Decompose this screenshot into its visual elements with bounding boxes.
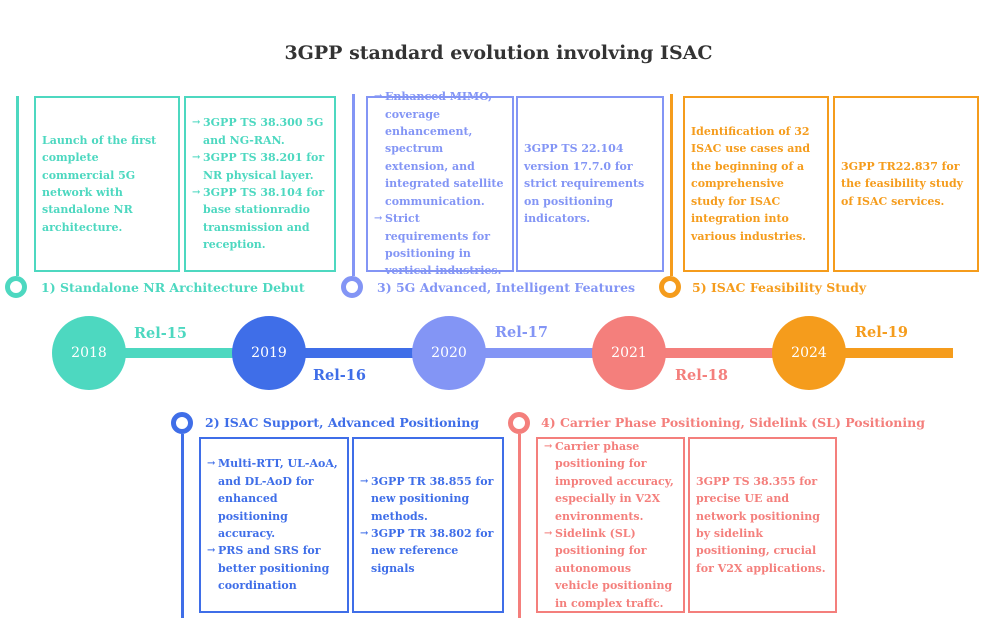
year-circle-2024: 2024 — [772, 316, 846, 390]
phase-2-spec-box: 3GPP TR 38.855 for new positioning metho… — [352, 437, 504, 613]
year-circle-2021: 2021 — [592, 316, 666, 390]
track-segment-rel-18 — [630, 348, 810, 358]
phase-3-label: 3) 5G Advanced, Intelligent Features — [377, 280, 636, 295]
year-label: 2020 — [431, 345, 467, 361]
list-item: PRS and SRS for better positioning coord… — [207, 542, 341, 594]
phase-3-connector — [352, 94, 355, 276]
track-segment-rel-16 — [272, 348, 452, 358]
phase-1-label: 1) Standalone NR Architecture Debut — [41, 280, 305, 295]
release-label-rel-15: Rel-15 — [134, 325, 187, 342]
phase-5-summary-box: Identification of 32 ISAC use cases and … — [683, 96, 829, 272]
list-item: 3GPP TS 38.104 for base stationradio tra… — [192, 184, 328, 254]
list-item: Enhanced MIMO, coverage enhancement, spe… — [374, 88, 506, 210]
list-item: 3GPP TS 38.201 for NR physical layer. — [192, 149, 328, 184]
phase-3-summary-box: Enhanced MIMO, coverage enhancement, spe… — [366, 88, 514, 277]
release-label-rel-19: Rel-19 — [855, 324, 908, 341]
phase-4-label: 4) Carrier Phase Positioning, Sidelink (… — [541, 415, 925, 430]
list-item: Strict requirements for positioning in v… — [374, 210, 506, 280]
phase-2-label: 2) ISAC Support, Advanced Positioning — [205, 415, 480, 430]
release-label-rel-16: Rel-16 — [313, 367, 366, 384]
year-label: 2018 — [71, 345, 107, 361]
phase-4-spec-text: 3GPP TS 38.355 for precise UE and networ… — [696, 474, 826, 575]
phase-5-connector — [670, 94, 673, 276]
phase-4-connector — [518, 434, 521, 618]
phase-4-summary-box: Carrier phase positioning for improved a… — [536, 437, 685, 613]
diagram-title: 3GPP standard evolution involving ISAC — [284, 42, 713, 64]
phase-4-spec-box: 3GPP TS 38.355 for precise UE and networ… — [688, 437, 837, 613]
phase-3-spec-box: 3GPP TS 22.104 version 17.7.0 for strict… — [516, 96, 664, 272]
phase-1-spec-box: 3GPP TS 38.300 5G and NG-RAN. 3GPP TS 38… — [184, 96, 336, 272]
list-item: Multi-RTT, UL-AoA, and DL-AoD for enhanc… — [207, 455, 341, 542]
phase-4-marker — [508, 412, 530, 434]
phase-5-marker — [659, 276, 681, 298]
phase-5-spec-text: 3GPP TR22.837 for the feasibility study … — [841, 159, 964, 208]
year-label: 2019 — [251, 345, 287, 361]
phase-2-marker — [171, 412, 193, 434]
year-circle-2020: 2020 — [412, 316, 486, 390]
phase-5-summary-text: Identification of 32 ISAC use cases and … — [691, 125, 811, 243]
track-segment-rel-17 — [452, 348, 630, 358]
phase-3-spec-text: 3GPP TS 22.104 version 17.7.0 for strict… — [524, 142, 645, 226]
phase-1-summary-box: Launch of the first complete commercial … — [34, 96, 180, 272]
list-item: 3GPP TS 38.300 5G and NG-RAN. — [192, 114, 328, 149]
year-circle-2018: 2018 — [52, 316, 126, 390]
year-circle-2019: 2019 — [232, 316, 306, 390]
year-label: 2021 — [611, 345, 647, 361]
phase-3-marker — [341, 276, 363, 298]
track-segment-rel-15 — [86, 348, 272, 358]
phase-2-connector — [181, 434, 184, 618]
release-label-rel-17: Rel-17 — [495, 324, 548, 341]
list-item: Sidelink (SL) positioning for autonomous… — [544, 525, 677, 612]
list-item: 3GPP TR 38.802 for new reference signals — [360, 525, 496, 577]
track-segment-rel-19 — [810, 348, 953, 358]
phase-5-label: 5) ISAC Feasibility Study — [692, 280, 867, 295]
list-item: 3GPP TR 38.855 for new positioning metho… — [360, 473, 496, 525]
year-label: 2024 — [791, 345, 827, 361]
phase-5-spec-box: 3GPP TR22.837 for the feasibility study … — [833, 96, 979, 272]
release-label-rel-18: Rel-18 — [675, 367, 728, 384]
phase-1-marker — [5, 276, 27, 298]
phase-2-summary-box: Multi-RTT, UL-AoA, and DL-AoD for enhanc… — [199, 437, 349, 613]
list-item: Carrier phase positioning for improved a… — [544, 438, 677, 525]
phase-1-connector — [16, 96, 19, 276]
phase-1-summary-text: Launch of the first complete commercial … — [42, 133, 157, 234]
